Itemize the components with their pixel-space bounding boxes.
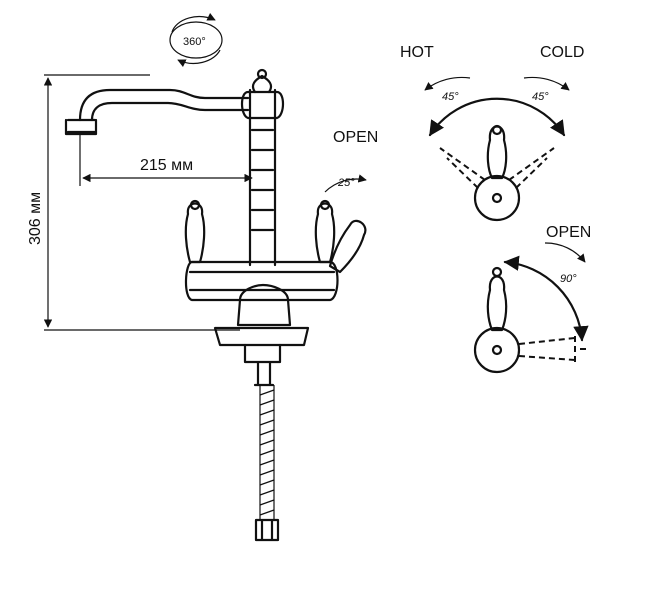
side-open-annotation: OPEN 25° xyxy=(324,129,378,193)
hot-cold-diagram: HOT COLD 45° 45° xyxy=(400,44,584,222)
open-side-label: OPEN xyxy=(333,129,378,146)
lever-open-diagram: OPEN 90° xyxy=(473,224,591,374)
cold-label: COLD xyxy=(540,44,584,61)
open-lever-label: OPEN xyxy=(546,224,591,241)
height-dimension: 306 мм xyxy=(27,74,240,331)
reach-dimension: 215 мм xyxy=(79,135,253,186)
faucet-drawing xyxy=(64,68,367,542)
rotation-360-icon: 360° xyxy=(169,12,223,68)
hot-angle: 45° xyxy=(442,91,459,103)
reach-label: 215 мм xyxy=(140,157,193,174)
open-side-angle: 25° xyxy=(337,177,355,189)
open-lever-angle: 90° xyxy=(560,273,577,285)
height-label: 306 мм xyxy=(27,192,44,245)
cold-angle: 45° xyxy=(532,91,549,103)
rotation-label: 360° xyxy=(183,36,206,48)
hot-label: HOT xyxy=(400,44,434,61)
